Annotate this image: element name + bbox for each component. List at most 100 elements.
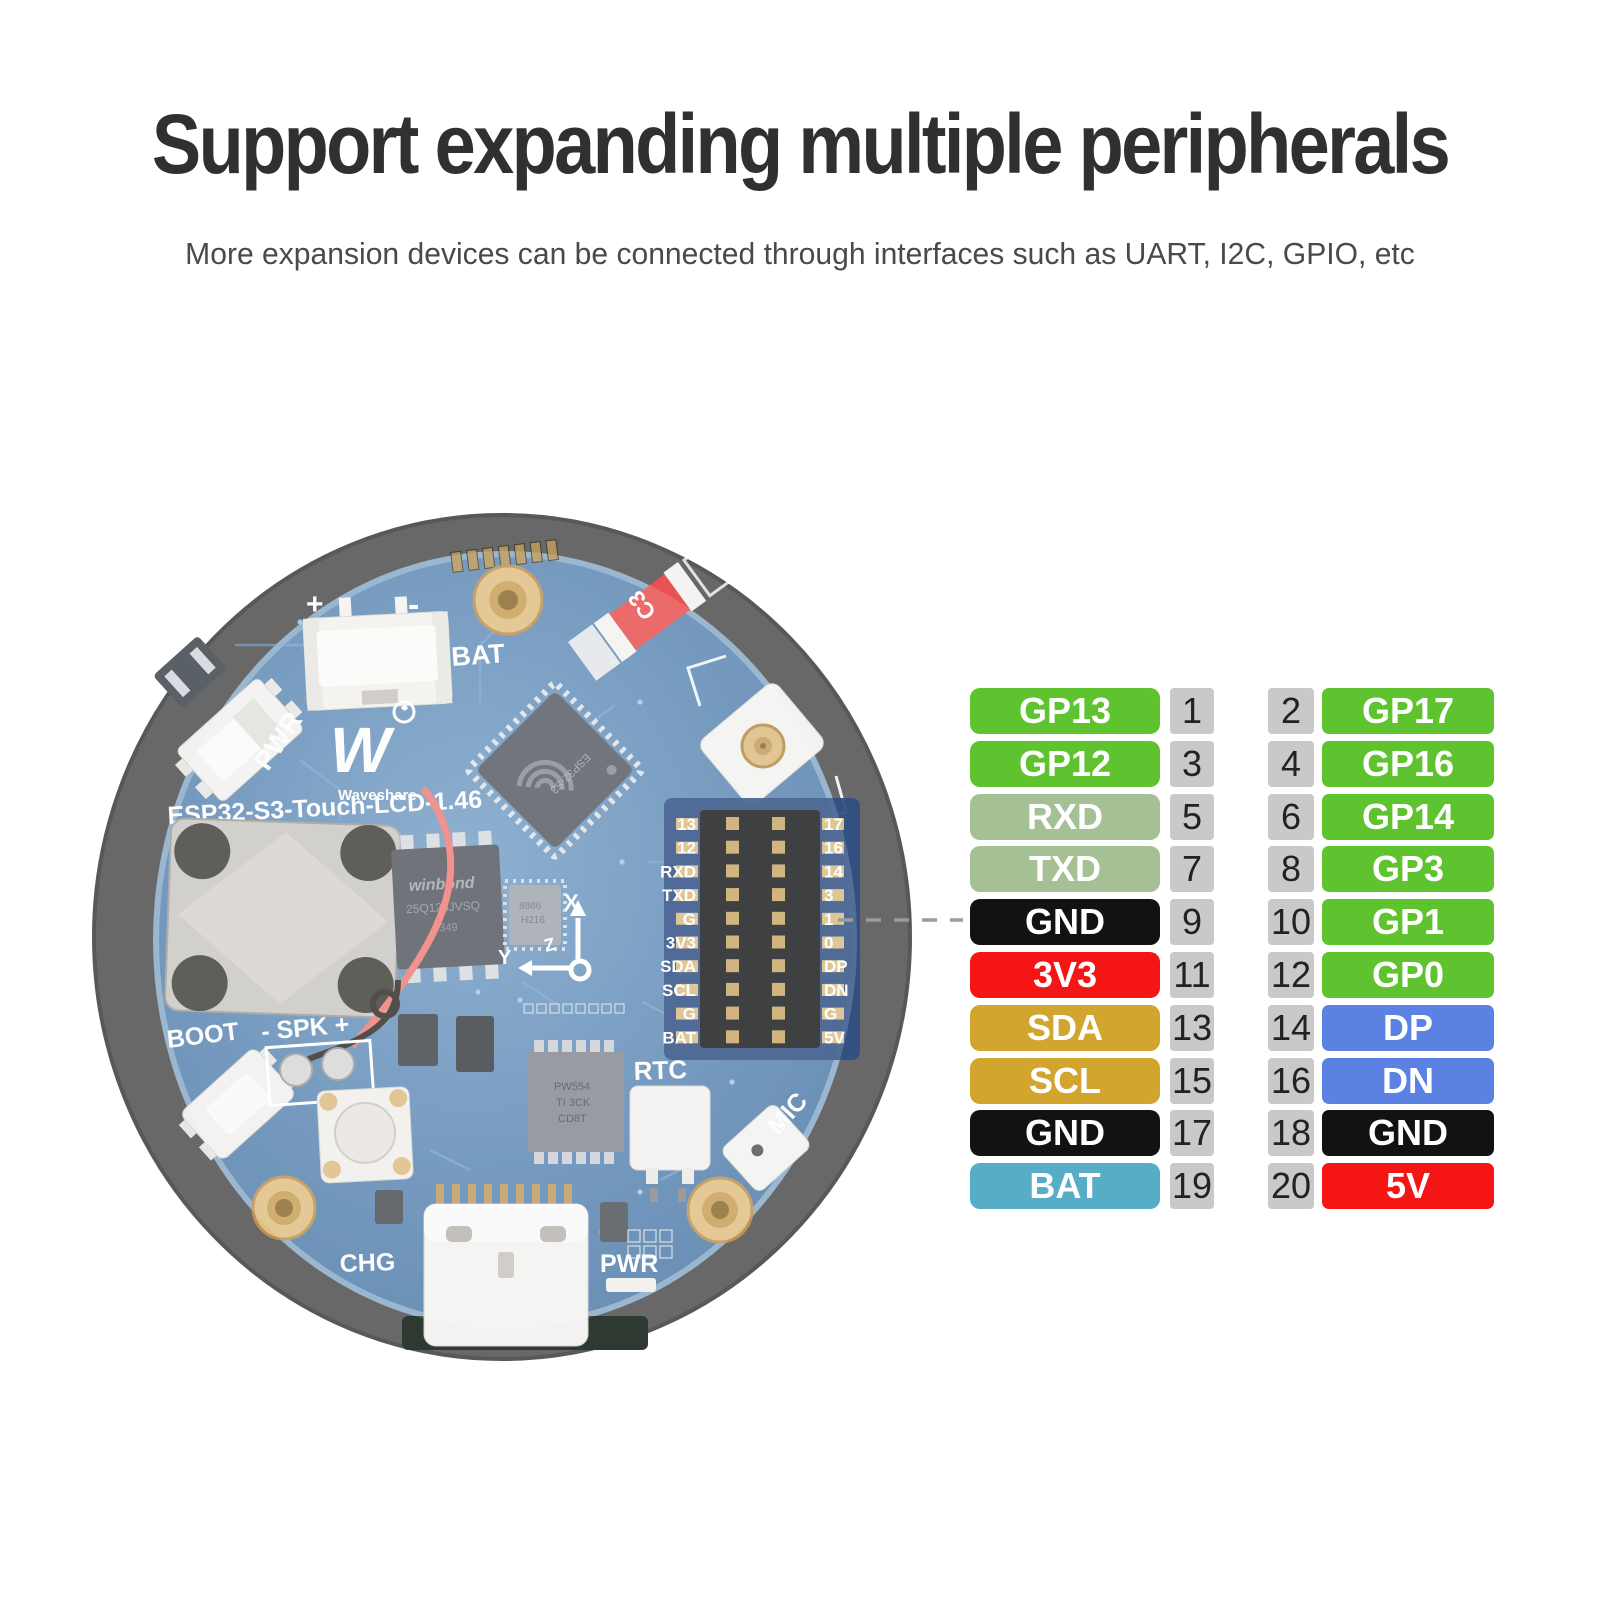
pin-left-label: TXD bbox=[970, 846, 1160, 893]
header-pin-stub bbox=[726, 888, 739, 902]
header-pin-silk-right: 3 bbox=[824, 886, 833, 905]
header-pin-stub bbox=[676, 889, 698, 902]
silk-plus: + bbox=[306, 588, 324, 621]
pad-row bbox=[523, 1003, 625, 1014]
speaker bbox=[164, 817, 402, 1019]
waveshare-logo: W Waveshare bbox=[330, 700, 417, 804]
pin-right-number: 20 bbox=[1268, 1163, 1314, 1210]
header-pin-stub bbox=[772, 935, 785, 949]
esp32-s3-chip: ESP32-S3 bbox=[465, 680, 645, 860]
screw-bottom-right bbox=[686, 1176, 754, 1244]
header-pin-silk-right: DP bbox=[824, 957, 848, 976]
header-pin-stub bbox=[726, 982, 739, 996]
header-pin-stub bbox=[772, 840, 785, 854]
pin-right-label: GP17 bbox=[1322, 688, 1494, 734]
pin-right-number: 6 bbox=[1268, 793, 1314, 840]
logo-brand-text: Waveshare bbox=[338, 787, 417, 804]
pin-left-label: BAT bbox=[970, 1163, 1160, 1210]
silk-bat-label: BAT bbox=[450, 638, 506, 672]
pin-right-number: 16 bbox=[1268, 1057, 1314, 1104]
pwr-pad-grid bbox=[627, 1229, 673, 1259]
pin-right-label: GND bbox=[1322, 1110, 1494, 1157]
header-pin-stub bbox=[822, 936, 844, 949]
pin-left-number: 9 bbox=[1170, 899, 1214, 946]
pwr-pad bbox=[606, 1278, 656, 1292]
header-pin-stub bbox=[676, 818, 698, 830]
pin-left-label: GND bbox=[970, 1110, 1160, 1157]
header-pin-stub bbox=[772, 982, 785, 996]
silk-axis-y: Y bbox=[498, 947, 512, 969]
rtc-chip: PW554 TI 3CK CD8T bbox=[528, 1040, 624, 1164]
qfn-marking-1: 8866 bbox=[519, 901, 542, 912]
header-pin-silk-left: SCL bbox=[662, 981, 696, 1000]
header-pin-stub bbox=[676, 841, 698, 854]
red-wire bbox=[349, 785, 455, 1049]
header-pin-stub bbox=[822, 912, 844, 925]
header-pin-stub bbox=[726, 911, 739, 925]
header-pin-stub bbox=[822, 960, 844, 973]
pin-left-label: SCL bbox=[970, 1057, 1160, 1104]
header-pin-stub bbox=[772, 959, 785, 973]
header-pin-silk-right: 0 bbox=[824, 934, 833, 953]
buck-chip-2 bbox=[456, 1016, 494, 1072]
pin-left-number: 19 bbox=[1170, 1163, 1214, 1210]
header-pin-stub bbox=[676, 983, 698, 996]
header-pin-stub bbox=[772, 888, 785, 902]
pin-left-number: 1 bbox=[1170, 688, 1214, 734]
header-pin-stubs bbox=[676, 817, 844, 1044]
qfn-chip: 8866 H216 bbox=[503, 879, 567, 951]
header-pin-stub bbox=[822, 889, 844, 902]
header-pin-stub bbox=[676, 1031, 698, 1044]
header-pin-stub bbox=[772, 911, 785, 925]
pin-left-label: SDA bbox=[970, 1004, 1160, 1051]
header-pin-stub bbox=[726, 840, 739, 854]
header-pin-stub bbox=[676, 960, 698, 973]
pin-right-label: GP1 bbox=[1322, 899, 1494, 946]
header-pin-stub bbox=[726, 864, 739, 878]
silk-minus: - bbox=[408, 586, 419, 624]
rgb-led bbox=[316, 1086, 414, 1184]
pin-right-label: GP0 bbox=[1322, 951, 1494, 998]
header-pin-stub bbox=[726, 817, 739, 830]
pin-right-number: 12 bbox=[1268, 951, 1314, 998]
header-pin-stub bbox=[676, 936, 698, 949]
header-pin-stub bbox=[822, 865, 844, 878]
pcb: + - BAT C3 bbox=[153, 539, 860, 1350]
edge-connector bbox=[154, 637, 226, 707]
header-pin-stub bbox=[772, 864, 785, 878]
qfn-marking-2: H216 bbox=[521, 915, 545, 926]
pin-right-number: 8 bbox=[1268, 846, 1314, 893]
header-pin-silk-right: 16 bbox=[824, 839, 843, 858]
pin-left-label: RXD bbox=[970, 793, 1160, 840]
power-switch bbox=[174, 677, 303, 801]
header-pin-stub bbox=[676, 1007, 698, 1020]
rtc-marking-1: PW554 bbox=[554, 1081, 590, 1093]
ipex-antenna-connector bbox=[686, 654, 848, 826]
header-pin-silk-left: G bbox=[683, 910, 696, 929]
pin-right-number: 10 bbox=[1268, 899, 1314, 946]
header-pin-stub bbox=[676, 865, 698, 878]
component-c3 bbox=[567, 539, 738, 681]
header-pin-stub bbox=[726, 1006, 739, 1020]
header-pin-stub bbox=[822, 983, 844, 996]
header-pin-silk-left: RXD bbox=[660, 862, 696, 881]
microphone bbox=[722, 1105, 810, 1191]
pin-right-number: 4 bbox=[1268, 740, 1314, 787]
pin-left-number: 11 bbox=[1170, 951, 1214, 998]
pin-left-label: GP13 bbox=[970, 688, 1160, 734]
header-pin-stub bbox=[772, 1006, 785, 1020]
silk-axis-z: Z bbox=[542, 934, 558, 956]
pin-left-number: 13 bbox=[1170, 1004, 1214, 1051]
header-pin-silk-right: 14 bbox=[824, 862, 843, 881]
header-pin-silk-left: G bbox=[683, 1005, 696, 1024]
photo-wash bbox=[153, 551, 857, 1329]
boot-button bbox=[178, 1047, 298, 1161]
silk-chg: CHG bbox=[339, 1248, 396, 1278]
